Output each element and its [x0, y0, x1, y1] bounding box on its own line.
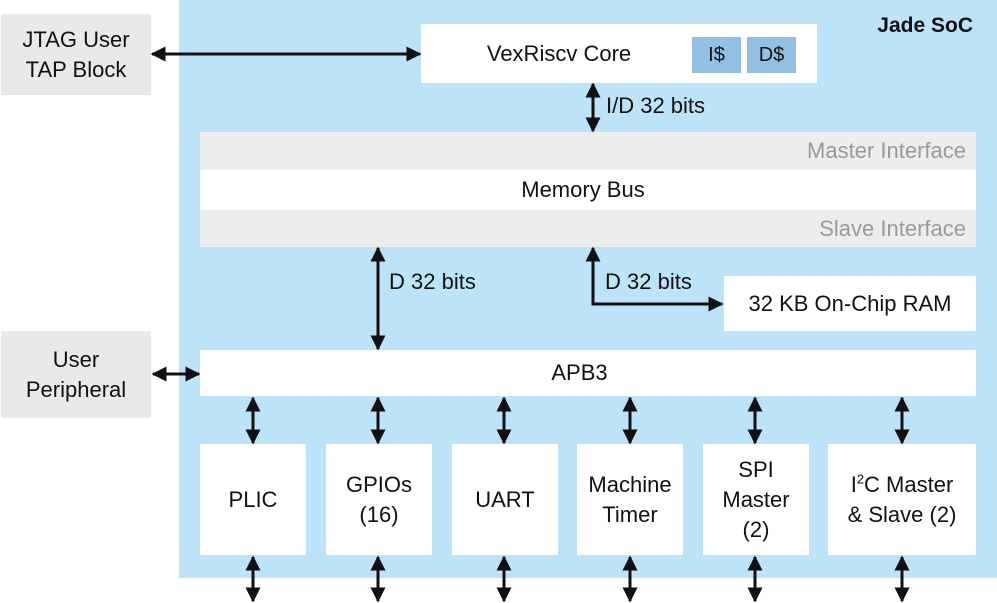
machine-timer-line2: Timer — [602, 501, 658, 527]
slave-interface: Slave Interface — [200, 210, 976, 247]
machine-timer-block: Machine Timer — [577, 444, 683, 555]
memory-bus-label: Memory Bus — [521, 177, 645, 202]
bus-ram-arrow — [585, 246, 724, 312]
core-link-label: I/D 32 bits — [606, 93, 706, 118]
apb3-bus: APB3 — [200, 350, 976, 396]
i2c-line1-pre: I — [850, 471, 857, 497]
i2c-line1: I2C Master — [848, 470, 957, 500]
gpio-label-line2: (16) — [359, 501, 399, 527]
jtag-block-line2: TAP Block — [25, 56, 127, 82]
core-label: VexRiscv Core — [486, 40, 632, 66]
user-peripheral-block: User Peripheral — [1, 331, 151, 418]
dcache-block: D$ — [747, 37, 796, 73]
gpio-block: GPIOs (16) — [326, 444, 432, 555]
uart-block: UART — [452, 444, 558, 555]
soc-title: Jade SoC — [877, 14, 973, 37]
plic-block: PLIC — [200, 444, 306, 555]
memory-bus: Memory Bus — [200, 170, 976, 210]
uart-label: UART — [475, 486, 535, 512]
user-peripheral-line2: Peripheral — [25, 376, 127, 402]
spi-line2: Master — [722, 486, 790, 512]
i2c-line2: & Slave (2) — [847, 501, 957, 527]
i2c-block: I2C Master & Slave (2) — [828, 444, 976, 555]
on-chip-ram-block: 32 KB On-Chip RAM — [724, 276, 976, 331]
jtag-block: JTAG User TAP Block — [1, 14, 151, 95]
icache-block: I$ — [692, 37, 741, 73]
apb3-label: APB3 — [551, 360, 608, 385]
spi-line3: (2) — [742, 516, 770, 542]
machine-timer-line1: Machine — [588, 471, 672, 497]
gpio-label-line1: GPIOs — [345, 471, 412, 497]
apb-link-label: D 32 bits — [389, 269, 476, 294]
plic-label: PLIC — [228, 486, 278, 512]
user-peripheral-line1: User — [52, 346, 100, 372]
master-interface: Master Interface — [200, 132, 976, 170]
i2c-line1-sup: 2 — [856, 471, 865, 487]
i2c-line1-post: C Master — [864, 471, 954, 497]
jtag-block-line1: JTAG User — [22, 26, 130, 52]
spi-master-block: SPI Master (2) — [703, 444, 809, 555]
spi-line1: SPI — [738, 456, 774, 482]
